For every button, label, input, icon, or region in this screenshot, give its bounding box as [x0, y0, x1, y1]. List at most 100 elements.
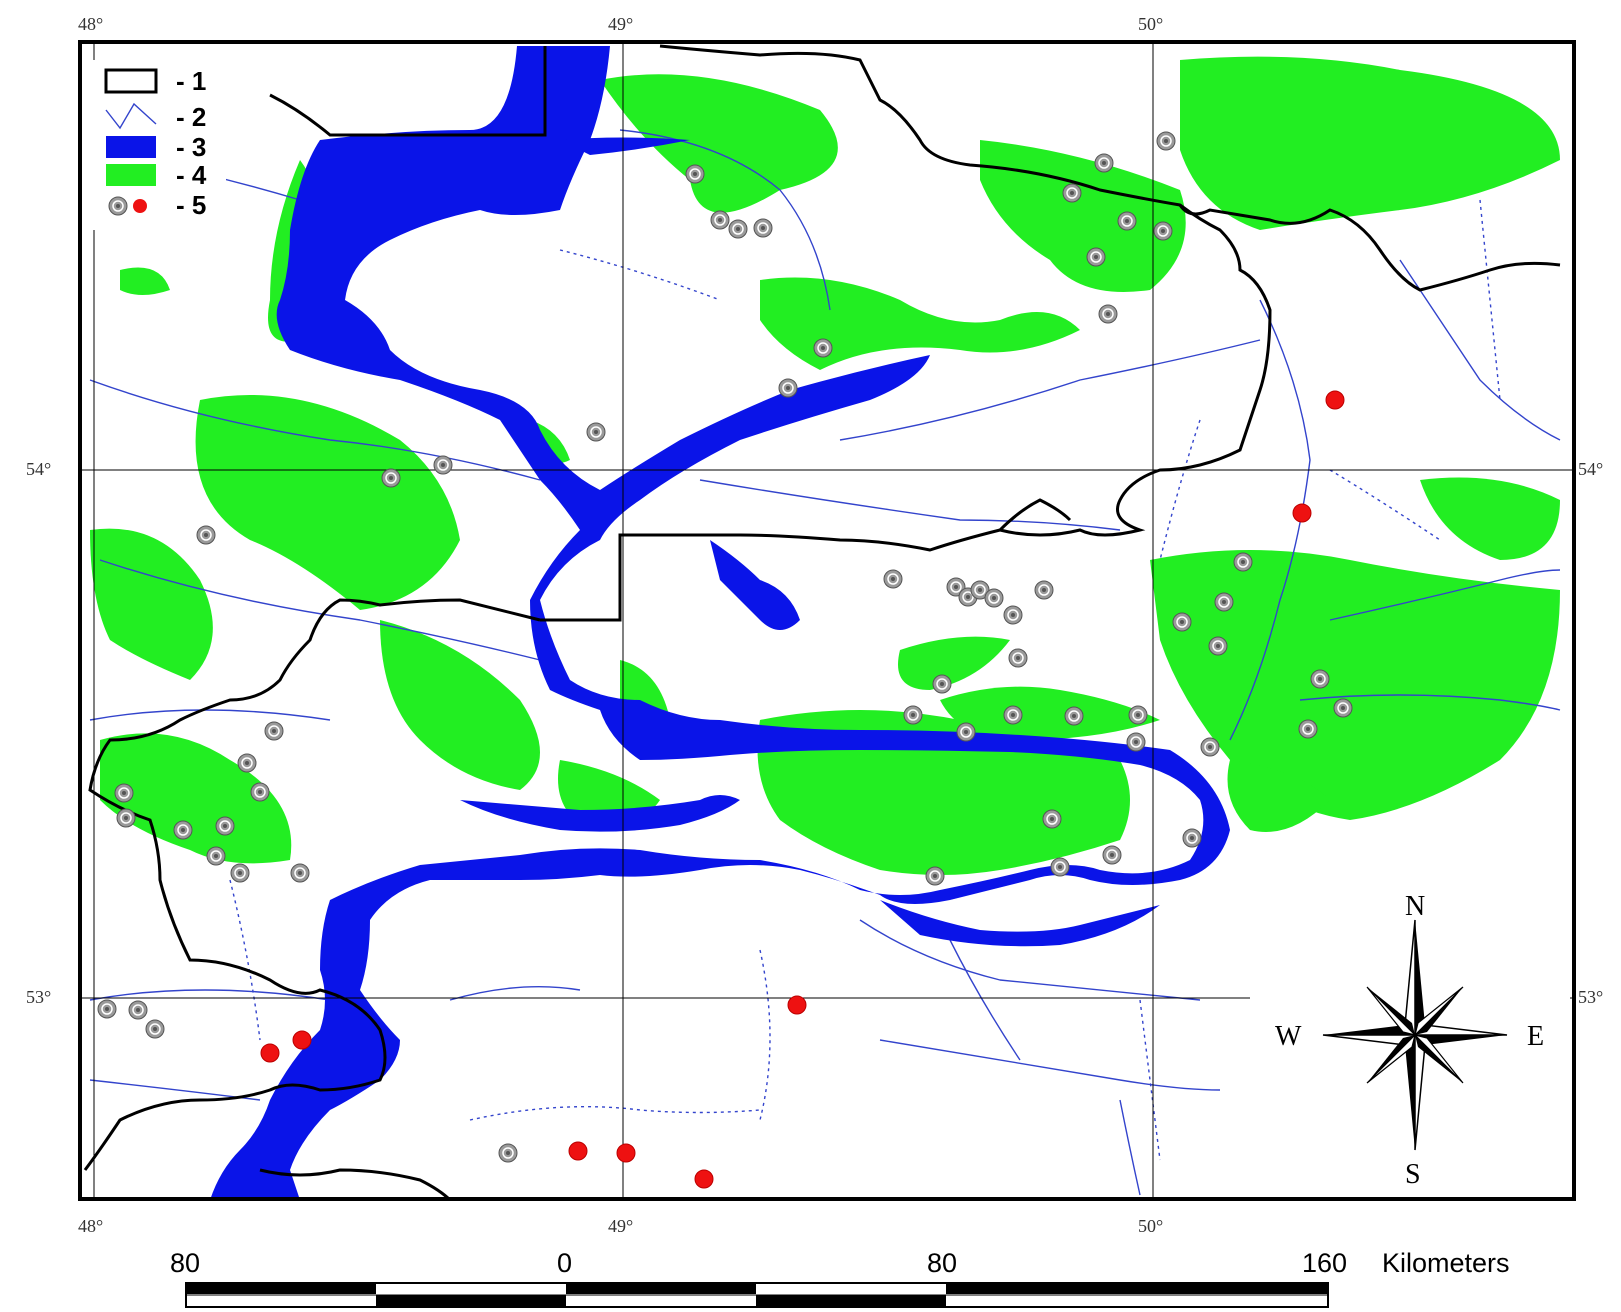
gray-site-marker [903, 705, 923, 725]
gray-site-marker [1200, 737, 1220, 757]
gray-site-marker [1098, 304, 1118, 324]
gray-site-marker [1034, 580, 1054, 600]
gray-site-marker [1128, 705, 1148, 725]
grid-label-bottom-49: 49° [608, 1216, 633, 1236]
vegetation-layer [90, 56, 1560, 875]
gray-site-marker [1298, 719, 1318, 739]
scale-unit: Kilometers [1382, 1248, 1510, 1278]
grid-label-bottom-50: 50° [1138, 1216, 1163, 1236]
water-layer [210, 46, 1230, 1200]
gray-site-marker [1208, 636, 1228, 656]
legend-vegetation-swatch [106, 164, 156, 186]
gray-site-marker [1126, 732, 1146, 752]
graticule [80, 42, 1574, 1199]
compass-north: N [1405, 891, 1425, 922]
gray-site-marker [433, 455, 453, 475]
gray-site-marker [237, 753, 257, 773]
gray-site-marker [1094, 153, 1114, 173]
gray-site-marker [813, 338, 833, 358]
compass-west: W [1275, 1021, 1302, 1052]
gray-site-marker [1153, 221, 1173, 241]
map-frame [78, 40, 1576, 1201]
gray-site-marker [710, 210, 730, 230]
grid-label-top-49: 49° [608, 14, 633, 34]
red-site-marker [787, 995, 807, 1015]
grid-label-left-54: 54° [26, 459, 51, 479]
legend-label-1: - 1 [176, 66, 206, 96]
legend: - 1 - 2 - 3 - 4 - 5 [88, 60, 226, 230]
legend-red-site-marker [133, 199, 147, 213]
scale-label-0: 0 [557, 1248, 572, 1278]
scale-label-160: 160 [1302, 1248, 1347, 1278]
boundary-layer [83, 44, 1561, 1202]
legend-gray-site-marker [108, 196, 128, 216]
legend-river-swatch [105, 102, 157, 130]
red-site-marker [616, 1143, 636, 1163]
grid-label-left-53: 53° [26, 987, 51, 1007]
grid-label-top-48: 48° [78, 14, 103, 34]
red-site-marker [1325, 390, 1345, 410]
legend-label-2: - 2 [176, 102, 206, 132]
scale-bar: 80 0 80 160 Kilometers [170, 1248, 1510, 1308]
gray-site-marker [1064, 706, 1084, 726]
legend-boundary-swatch [104, 68, 158, 94]
red-site-marker [292, 1030, 312, 1050]
gray-site-marker [1182, 828, 1202, 848]
red-site-marker [694, 1169, 714, 1189]
gray-site-marker [173, 820, 193, 840]
scale-label-80-left: 80 [170, 1248, 200, 1278]
compass-east: E [1527, 1021, 1544, 1052]
gray-site-marker [1310, 669, 1330, 689]
legend-label-5: - 5 [176, 190, 206, 220]
gray-site-marker [1233, 552, 1253, 572]
gray-site-marker [128, 1000, 148, 1020]
compass-south: S [1405, 1159, 1421, 1190]
gray-site-marker [956, 722, 976, 742]
gray-site-marker [925, 866, 945, 886]
gray-site-marker [1042, 809, 1062, 829]
gray-site-marker [685, 164, 705, 184]
gray-site-marker [1117, 211, 1137, 231]
gray-site-marker [97, 999, 117, 1019]
gray-site-marker [1008, 648, 1028, 668]
gray-site-marker [264, 721, 284, 741]
grid-label-bottom-48: 48° [78, 1216, 103, 1236]
gray-site-marker [1062, 183, 1082, 203]
gray-site-marker [1156, 131, 1176, 151]
gray-site-marker [290, 863, 310, 883]
gray-site-marker [1003, 605, 1023, 625]
legend-label-3: - 3 [176, 132, 206, 162]
gray-site-marker [1050, 857, 1070, 877]
gray-site-marker [250, 782, 270, 802]
gray-site-marker [984, 588, 1004, 608]
gray-site-marker [145, 1019, 165, 1039]
gray-site-marker [932, 674, 952, 694]
gray-site-marker [114, 783, 134, 803]
grid-label-right-54: 54° [1578, 459, 1603, 479]
legend-label-4: - 4 [176, 160, 207, 190]
gray-site-marker [778, 378, 798, 398]
gray-site-marker [1086, 247, 1106, 267]
grid-label-top-50: 50° [1138, 14, 1163, 34]
gray-site-marker [381, 468, 401, 488]
grid-label-right-53: 53° [1578, 987, 1603, 1007]
dotted-river-layer [229, 199, 1501, 1161]
gray-site-marker [1214, 592, 1234, 612]
gray-site-marker [196, 525, 216, 545]
gray-site-marker [116, 808, 136, 828]
gray-site-marker [215, 816, 235, 836]
gray-site-marker [230, 863, 250, 883]
gray-site-marker [498, 1143, 518, 1163]
gray-site-marker [1003, 705, 1023, 725]
gray-site-marker [753, 218, 773, 238]
red-site-marker [568, 1141, 588, 1161]
gray-site-marker [728, 219, 748, 239]
gray-site-marker [1102, 845, 1122, 865]
compass-rose: N S E W [1275, 891, 1544, 1190]
scale-label-80-right: 80 [927, 1248, 957, 1278]
gray-site-marker [586, 422, 606, 442]
gray-site-marker [883, 569, 903, 589]
gray-site-marker [1333, 698, 1353, 718]
gray-site-marker [206, 846, 226, 866]
